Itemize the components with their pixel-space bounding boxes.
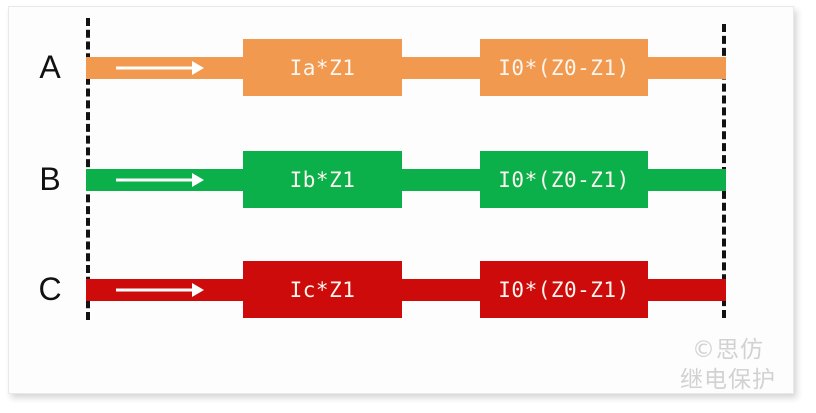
impedance-block-b-2-label: I0*(Z0-Z1) [498,167,630,192]
impedance-block-b-1-label: Ib*Z1 [289,167,356,192]
phase-label-b: B [39,161,61,197]
impedance-block-b-1[interactable]: Ib*Z1 [243,151,402,208]
conductor-b-segment-3 [644,169,726,191]
impedance-block-c-1-label: Ic*Z1 [289,277,356,302]
watermark-line-1: ©思仿 [692,337,764,364]
phase-label-a: A [39,49,61,85]
impedance-block-a-1-label: Ia*Z1 [289,55,356,80]
current-direction-arrow-icon-a [116,61,204,75]
conductor-b-segment-2 [398,169,484,191]
impedance-block-a-2[interactable]: I0*(Z0-Z1) [480,39,648,96]
impedance-block-a-1[interactable]: Ia*Z1 [243,39,402,96]
impedance-block-c-1[interactable]: Ic*Z1 [243,261,402,318]
phase-label-c: C [38,271,62,307]
conductor-c-segment-2 [398,279,484,301]
current-direction-arrow-icon-c [116,283,204,297]
watermark: ©思仿 继电保护 [680,336,776,395]
conductor-a-segment-2 [398,57,484,79]
watermark-line-2: 继电保护 [680,366,776,393]
current-direction-arrow-icon-b [116,173,204,187]
conductor-a-segment-3 [644,57,726,79]
impedance-block-a-2-label: I0*(Z0-Z1) [498,55,630,80]
impedance-block-c-2-label: I0*(Z0-Z1) [498,277,630,302]
conductor-c-segment-3 [644,279,726,301]
impedance-block-b-2[interactable]: I0*(Z0-Z1) [480,151,648,208]
impedance-block-c-2[interactable]: I0*(Z0-Z1) [480,261,648,318]
